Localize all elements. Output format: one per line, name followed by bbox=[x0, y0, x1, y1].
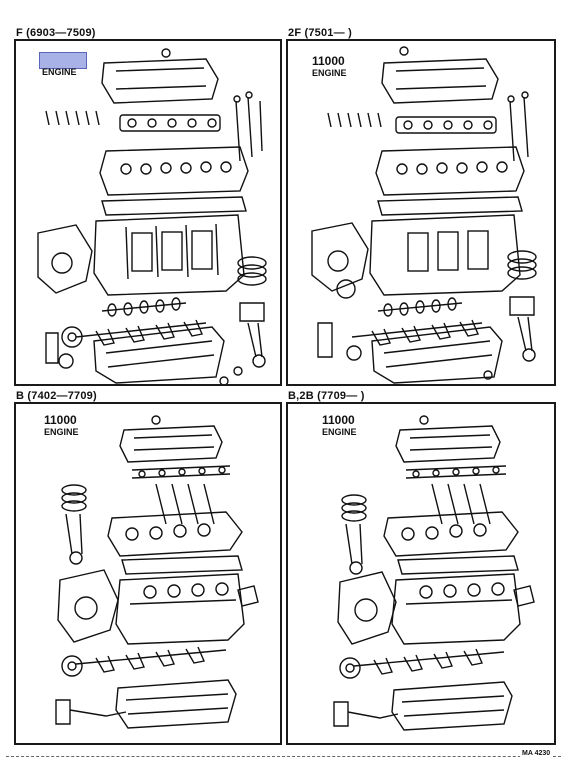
engine-number-label: 11000 bbox=[44, 413, 77, 427]
engine-label: ENGINE bbox=[44, 427, 79, 437]
engine-diagram-panel-b: 11000 ENGINE bbox=[14, 402, 282, 745]
exploded-engine-drawing bbox=[311, 46, 537, 384]
label-highlight-box bbox=[39, 52, 87, 69]
panel-title-2f: 2F (7501— ) bbox=[288, 27, 352, 39]
engine-label: ENGINE bbox=[42, 67, 77, 77]
engine-number-label: 11000 bbox=[312, 54, 345, 68]
engine-label: ENGINE bbox=[312, 68, 347, 78]
engine-label: ENGINE bbox=[322, 427, 357, 437]
engine-diagram-panel-2f: 11000 ENGINE bbox=[286, 39, 556, 386]
panel-title-f: F (6903—7509) bbox=[16, 27, 96, 39]
exploded-engine-drawing bbox=[55, 415, 259, 729]
page-bottom-rule bbox=[6, 756, 561, 757]
exploded-engine-drawing bbox=[37, 48, 267, 384]
reference-number: MA 4230 bbox=[520, 750, 553, 757]
panel-title-b: B (7402—7709) bbox=[16, 390, 97, 402]
panel-title-b2b: B,2B (7709— ) bbox=[288, 390, 365, 402]
engine-diagram-panel-b2b: 11000 ENGINE bbox=[286, 402, 556, 745]
exploded-engine-drawing bbox=[333, 415, 535, 731]
engine-number-label: 11000 bbox=[322, 413, 355, 427]
engine-diagram-panel-f: ENGINE bbox=[14, 39, 282, 386]
